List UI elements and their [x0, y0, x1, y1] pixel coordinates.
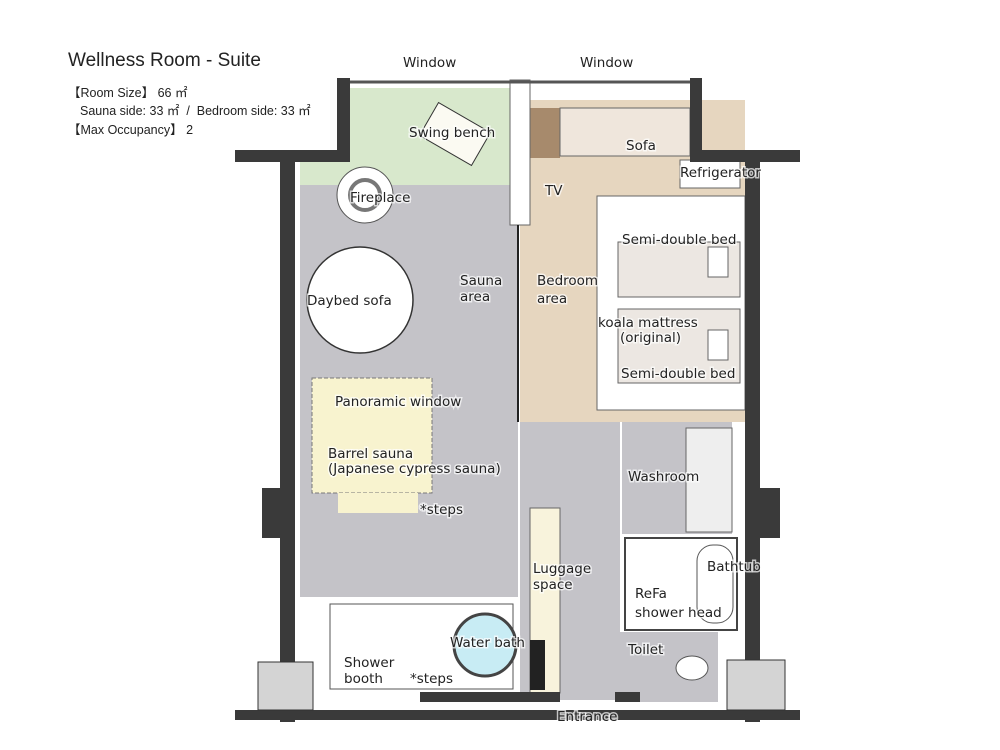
label-entrance: Entrance — [557, 709, 618, 725]
label-steps-upper: *steps — [420, 502, 463, 518]
label-bedroom-area-2: area — [537, 291, 567, 307]
sofa — [559, 107, 691, 157]
label-luggage: Luggage — [533, 561, 591, 577]
label-refrigerator: Refrigerator — [680, 165, 761, 181]
cabinet — [528, 108, 560, 158]
pillow-icon — [707, 329, 729, 361]
label-barrel-sauna-type: (Japanese cypress sauna) — [328, 461, 501, 477]
daybed-sofa — [306, 246, 414, 354]
pillow-icon — [707, 246, 729, 278]
label-steps-lower: *steps — [410, 671, 453, 687]
label-toilet: Toilet — [627, 642, 663, 658]
label-bed-bottom: Semi-double bed — [621, 366, 735, 382]
max-occupancy: 【Max Occupancy】 2 — [68, 123, 194, 137]
fireplace-icon — [348, 178, 382, 212]
label-sofa: Sofa — [626, 138, 656, 154]
label-koala-original: (original) — [620, 330, 681, 346]
label-bedroom-area: Bedroom — [537, 273, 598, 289]
swing-bench — [418, 101, 492, 167]
label-daybed-sofa: Daybed sofa — [307, 293, 392, 309]
label-swing-bench: Swing bench — [409, 125, 495, 141]
luggage-post — [530, 640, 545, 690]
water-bath — [452, 612, 518, 678]
barrel-sauna-entry — [338, 493, 418, 513]
label-shower: Shower — [344, 655, 395, 671]
vanity — [685, 427, 733, 533]
label-refa-shower-head: shower head — [635, 605, 722, 621]
label-washroom: Washroom — [628, 469, 699, 485]
label-sauna-area-2: area — [460, 289, 490, 305]
column — [726, 659, 786, 711]
label-bed-top: Semi-double bed — [622, 232, 736, 248]
bathtub — [696, 544, 734, 624]
room-size-breakdown: Sauna side: 33 ㎡ / Bedroom side: 33 ㎡ — [80, 104, 311, 118]
label-water-bath: Water bath — [450, 635, 525, 651]
label-koala-mattress: koala mattress — [598, 315, 698, 331]
label-barrel-sauna: Barrel sauna — [328, 446, 413, 462]
refrigerator — [679, 159, 741, 189]
label-luggage-space: space — [533, 577, 573, 593]
fireplace — [336, 166, 394, 224]
toilet-bowl — [675, 655, 709, 681]
column — [257, 661, 314, 711]
label-shower-booth: booth — [344, 671, 383, 687]
label-panoramic-window: Panoramic window — [335, 394, 461, 410]
room-size: 【Room Size】 66 ㎡ — [68, 86, 188, 100]
label-fireplace: Fireplace — [350, 190, 410, 206]
label-refa: ReFa — [635, 586, 667, 602]
label-bathtub: Bathtub — [707, 559, 761, 575]
label-window-left: Window — [403, 55, 456, 71]
label-window-right: Window — [580, 55, 633, 71]
label-sauna-area: Sauna — [460, 273, 502, 289]
label-tv: TV — [544, 183, 563, 199]
page-title: Wellness Room - Suite — [68, 50, 261, 71]
walls — [235, 78, 800, 722]
tv-partition — [509, 79, 531, 226]
